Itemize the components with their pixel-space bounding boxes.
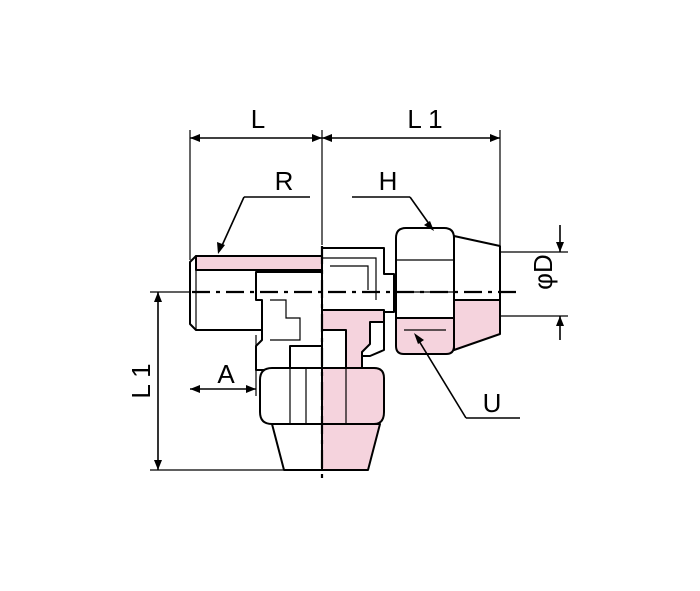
leader-U: U — [414, 333, 520, 419]
label-R: R — [275, 166, 294, 196]
dimension-L1-left: L 1 — [126, 291, 320, 471]
dimension-A: A — [190, 335, 257, 396]
label-phiD: φD — [528, 254, 558, 290]
label-L1-left: L 1 — [126, 363, 156, 398]
label-A: A — [217, 359, 235, 389]
dimension-L1-top: L 1 — [322, 104, 501, 245]
leader-H: H — [352, 166, 434, 231]
dimension-phiD: φD — [500, 225, 568, 340]
label-L: L — [251, 104, 265, 134]
leader-R: R — [217, 166, 310, 254]
label-H: H — [379, 166, 398, 196]
label-L1-top: L 1 — [407, 104, 442, 134]
center-lines — [192, 246, 518, 482]
bottom-nut — [259, 367, 385, 425]
bottom-sleeve — [271, 423, 381, 471]
dimension-L: L — [189, 104, 323, 260]
right-sleeve — [453, 235, 501, 351]
label-U: U — [483, 388, 502, 418]
